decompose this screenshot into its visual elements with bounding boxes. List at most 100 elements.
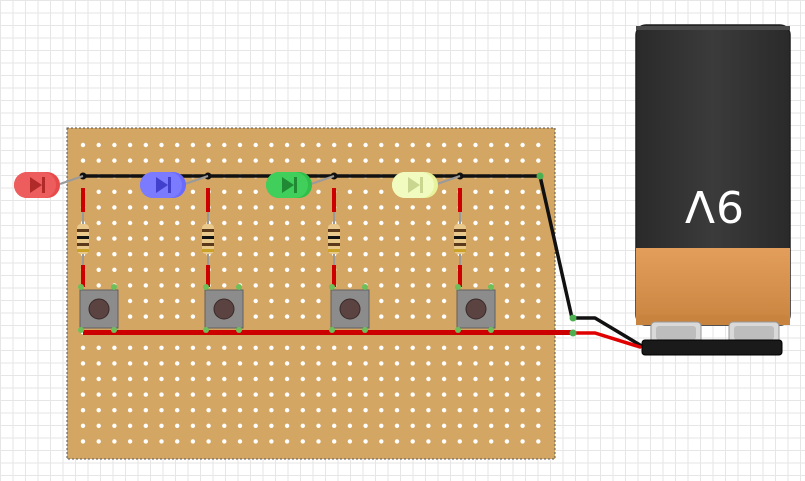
board-hole xyxy=(426,220,431,226)
board-hole xyxy=(190,298,196,304)
board-hole xyxy=(190,142,196,148)
board-hole xyxy=(269,142,274,148)
board-hole xyxy=(284,376,290,382)
board-hole xyxy=(253,189,258,194)
board-hole xyxy=(520,252,525,257)
led-red[interactable] xyxy=(14,172,84,198)
led-green[interactable] xyxy=(266,172,335,198)
board-hole xyxy=(284,345,290,350)
board-hole xyxy=(536,267,541,272)
board-hole xyxy=(441,439,447,444)
board-hole xyxy=(127,314,133,319)
board-hole xyxy=(441,158,447,163)
board-hole xyxy=(473,267,478,272)
board-hole xyxy=(96,361,101,366)
board-hole xyxy=(237,142,243,148)
board-hole xyxy=(112,267,117,272)
board-hole xyxy=(473,345,478,350)
board-hole xyxy=(504,252,510,257)
board-hole xyxy=(237,267,243,272)
board-hole xyxy=(96,142,101,148)
board-hole xyxy=(473,392,478,397)
board-hole xyxy=(394,361,400,366)
board-hole xyxy=(300,267,305,272)
board-hole xyxy=(473,158,478,163)
board-hole xyxy=(536,392,541,397)
resistor[interactable] xyxy=(454,212,466,265)
board-hole xyxy=(379,314,384,319)
led-blue[interactable] xyxy=(140,172,209,198)
board-hole xyxy=(316,205,321,210)
board-hole xyxy=(253,298,258,304)
board-hole xyxy=(394,376,400,382)
board-hole xyxy=(473,142,478,148)
battery-terminal-left xyxy=(650,321,702,345)
board-hole xyxy=(410,252,415,257)
board-hole xyxy=(127,142,133,148)
board-hole xyxy=(190,189,196,194)
board-hole xyxy=(175,236,180,241)
pushbutton[interactable] xyxy=(329,284,370,333)
board-hole xyxy=(426,267,431,272)
battery-9v[interactable] xyxy=(635,24,791,356)
board-hole xyxy=(143,408,148,413)
board-hole xyxy=(112,236,117,241)
board-hole xyxy=(300,252,305,257)
pushbutton[interactable] xyxy=(203,284,244,333)
board-hole xyxy=(112,205,117,210)
board-hole xyxy=(379,392,384,397)
board-hole xyxy=(504,298,510,304)
board-hole xyxy=(206,158,211,163)
board-hole xyxy=(394,252,400,257)
board-hole xyxy=(112,189,117,194)
board-hole xyxy=(332,408,337,413)
board-hole xyxy=(175,314,180,319)
board-hole xyxy=(520,376,525,382)
board-hole xyxy=(489,189,494,194)
board-hole xyxy=(394,439,400,444)
board-hole xyxy=(536,361,541,366)
pushbutton[interactable] xyxy=(78,284,119,333)
board-hole xyxy=(159,439,164,444)
board-hole xyxy=(394,267,400,272)
resistor[interactable] xyxy=(328,212,340,265)
board-hole xyxy=(473,361,478,366)
board-hole xyxy=(112,423,117,428)
board-hole xyxy=(379,189,384,194)
board-hole xyxy=(410,376,415,382)
board-hole xyxy=(190,252,196,257)
red-wire[interactable] xyxy=(83,314,642,349)
resistor[interactable] xyxy=(202,212,214,265)
board-hole xyxy=(269,283,274,288)
board-hole xyxy=(520,158,525,163)
board-hole xyxy=(300,392,305,397)
board-hole xyxy=(175,283,180,288)
board-hole xyxy=(175,298,180,304)
board-hole xyxy=(269,158,274,163)
board-hole xyxy=(394,423,400,428)
board-hole xyxy=(143,220,148,226)
board-hole xyxy=(316,283,321,288)
board-hole xyxy=(457,439,462,444)
board-hole xyxy=(80,408,86,413)
board-hole xyxy=(222,158,227,163)
jumper-wire xyxy=(332,188,336,212)
board-hole xyxy=(520,142,525,148)
board-hole xyxy=(489,158,494,163)
pushbutton[interactable] xyxy=(455,284,496,333)
board-hole xyxy=(206,345,211,350)
board-hole xyxy=(253,283,258,288)
board-hole xyxy=(143,345,148,350)
board-hole xyxy=(206,392,211,397)
board-hole xyxy=(159,345,164,350)
led-yellow[interactable] xyxy=(392,172,461,198)
board-hole xyxy=(426,361,431,366)
resistor[interactable] xyxy=(77,212,89,265)
board-hole xyxy=(127,392,133,397)
board-hole xyxy=(536,439,541,444)
board-hole xyxy=(441,142,447,148)
board-hole xyxy=(96,345,101,350)
board-hole xyxy=(316,252,321,257)
board-hole xyxy=(284,158,290,163)
board-hole xyxy=(300,376,305,382)
